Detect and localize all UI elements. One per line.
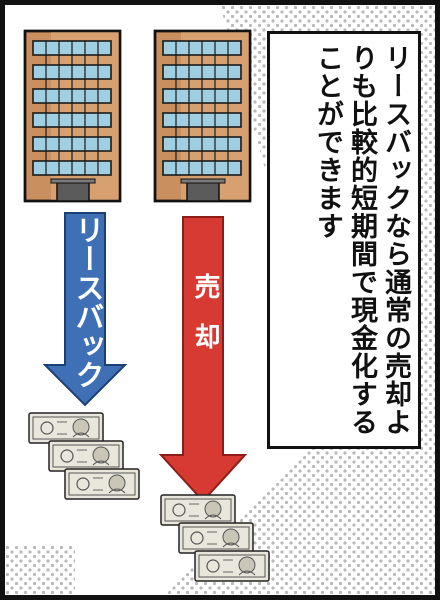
banknote-stack-icon (160, 494, 270, 582)
narration-text: リースバックなら通常の売却よりも比較的短期間で現金化することができます (312, 44, 411, 436)
office-building-icon (23, 29, 122, 203)
banknote-stack-icon (28, 412, 140, 500)
narration-box: リースバックなら通常の売却よりも比較的短期間で現金化することができます (267, 31, 421, 449)
sale-label: 売却 (190, 273, 220, 373)
leaseback-label: リースバック (71, 215, 105, 389)
leaseback-arrow (42, 212, 128, 407)
sale-arrow (158, 216, 248, 503)
office-building-icon (153, 29, 252, 203)
illustration (23, 29, 270, 582)
